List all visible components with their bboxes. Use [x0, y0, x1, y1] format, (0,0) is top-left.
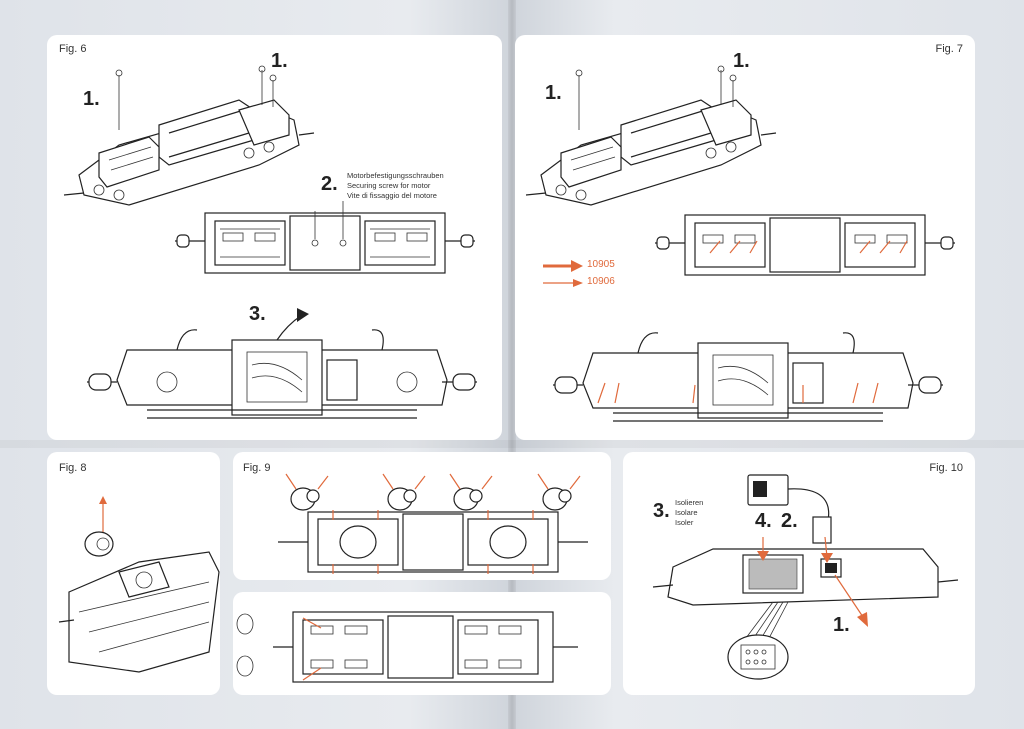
fig6-chassis-iso-drawing — [63, 65, 315, 206]
fig7-legend-thin-arrow — [543, 279, 583, 287]
fig7-chassis-iso-drawing — [525, 65, 777, 206]
fig8-wheel-removal-drawing — [58, 496, 220, 673]
fig7-legend-thick-arrow — [543, 260, 583, 272]
fig10-step-3: 3. — [653, 500, 670, 522]
fig10-panel: Fig. 10 3. Isolieren Isolare Isoler 4. 2… — [623, 452, 975, 695]
fig8-label: Fig. 8 — [59, 462, 87, 474]
fig9-panel-bottom — [233, 592, 611, 695]
fig7-side-drawing — [553, 332, 943, 422]
fig10-isolate-text: Isolieren Isolare Isoler — [675, 498, 704, 527]
fig10-label: Fig. 10 — [929, 462, 963, 474]
fig7-label: Fig. 7 — [935, 43, 963, 55]
fig10-decoder-drawing — [652, 474, 959, 680]
fig7-legend-code-10905: 10905 — [587, 259, 615, 270]
fig6-panel: Fig. 6 1. 1. 2. 3. Motorbefestigungsschr… — [47, 35, 502, 440]
fig6-step-3: 3. — [249, 303, 266, 325]
fig9-wheel-group — [290, 487, 572, 511]
fig7-panel: Fig. 7 1. 1. 10905 10906 — [515, 35, 975, 440]
fig10-step-2: 2. — [781, 510, 798, 532]
fig9-label: Fig. 9 — [243, 462, 271, 474]
fig6-underside-drawing — [175, 201, 475, 274]
fig6-step-1b: 1. — [271, 50, 288, 72]
fig9-traction-tyres-drawing — [236, 611, 578, 683]
fig6-step-1a: 1. — [83, 88, 100, 110]
fig7-step-1b: 1. — [733, 50, 750, 72]
fig6-step-2: 2. — [321, 173, 338, 195]
fig7-underside-drawing — [655, 214, 955, 276]
fig7-legend-code-10906: 10906 — [587, 276, 615, 287]
fig7-step-1a: 1. — [545, 82, 562, 104]
fig10-step-4: 4. — [755, 510, 772, 532]
horizontal-fold — [0, 440, 1024, 448]
fig9-panel-top: Fig. 9 — [233, 452, 611, 580]
fig9-wheelset-drawing — [278, 473, 588, 574]
fig10-step-1: 1. — [833, 614, 850, 636]
fig6-side-drawing — [87, 308, 477, 419]
fig6-motor-screw-text: Motorbefestigungsschrauben Securing scre… — [347, 171, 444, 200]
fig8-panel: Fig. 8 — [47, 452, 220, 695]
vertical-fold — [508, 0, 516, 729]
fig6-label: Fig. 6 — [59, 43, 87, 55]
